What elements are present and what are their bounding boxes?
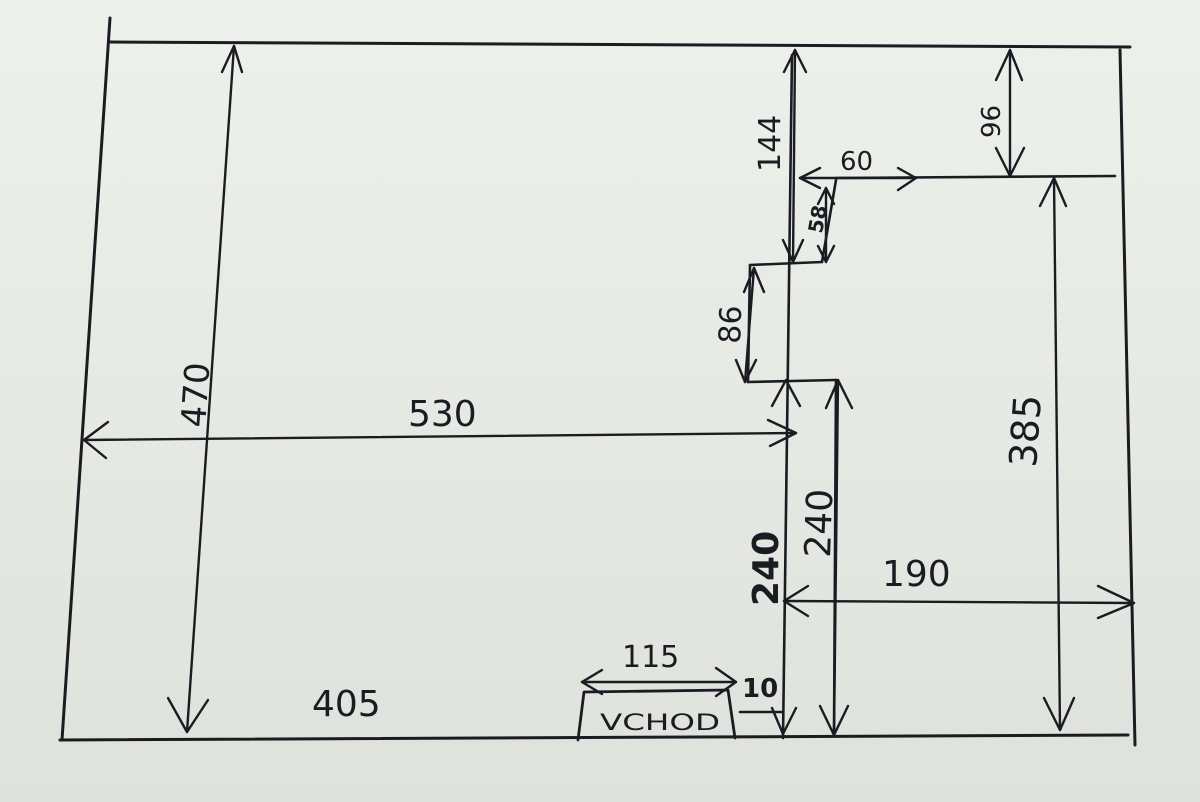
dim-58-arrow-bottom (816, 244, 836, 264)
right-wall (1118, 48, 1137, 747)
label-405: 405 (312, 684, 381, 725)
dim-190-line (782, 599, 1136, 605)
dim-144-line (791, 48, 797, 264)
dim-144-arrow-bottom (781, 238, 805, 264)
partition-wall (781, 53, 794, 740)
dim-240-left-arrow-top (770, 378, 802, 408)
dim-470-line (185, 44, 236, 734)
outer-walls (58, 16, 1137, 747)
notch-bottom-wall (746, 378, 838, 384)
dim-240-left-arrow-bottom (770, 706, 798, 736)
dim-58-arrow-top (816, 186, 836, 206)
dim-470-arrow-top (220, 44, 244, 74)
entrance-outline (576, 688, 737, 742)
dim-530-arrow-left (82, 420, 110, 460)
dim-530-line (82, 431, 798, 442)
dim-86-arrow-top (742, 266, 766, 294)
top-wall (108, 40, 1132, 49)
entrance-door (576, 688, 737, 742)
dim-240-right-arrow-top (824, 378, 854, 410)
dim-240-right-line (832, 378, 840, 737)
label-10: 10 (742, 674, 778, 704)
label-86: 86 (713, 305, 749, 344)
dim-96-arrow-top (994, 48, 1024, 82)
dim-190-arrow-left (782, 584, 810, 618)
dim-60-arrow-right (896, 166, 918, 192)
dim-86-line (743, 266, 756, 384)
dim-385-arrow-top (1038, 176, 1068, 208)
label-96: 96 (977, 105, 1007, 138)
step-wall (820, 178, 838, 264)
dim-385-line (1052, 176, 1062, 732)
label-144: 144 (753, 115, 788, 172)
dim-470-arrow-bottom (166, 696, 210, 734)
dim-115-arrow-right (714, 666, 738, 698)
label-60: 60 (840, 147, 873, 177)
dim-96-arrow-bottom (994, 146, 1026, 178)
left-wall (60, 16, 112, 742)
label-240-left: 240 (746, 531, 787, 606)
dim-190-arrow-right (1096, 584, 1136, 620)
label-385: 385 (1001, 393, 1050, 468)
notch-top-wall (748, 260, 824, 267)
label-530: 530 (408, 394, 477, 435)
dim-115-arrow-left (580, 668, 604, 696)
dim-530-arrow-right (766, 418, 798, 448)
bottom-wall (58, 733, 1130, 742)
label-190: 190 (882, 554, 951, 595)
label-58: 58 (803, 203, 831, 235)
dim-240-right-arrow-bottom (818, 704, 850, 737)
dim-86-arrow-bottom (734, 358, 758, 384)
label-entrance: VCHOD (600, 711, 720, 736)
label-115: 115 (622, 640, 679, 675)
dim-385-arrow-bottom (1042, 696, 1076, 732)
dimension-lines (82, 44, 1136, 737)
label-470: 470 (174, 361, 218, 429)
label-240-right: 240 (798, 488, 841, 558)
dim-60-arrow-left (798, 166, 822, 190)
dim-144-arrow-top (782, 48, 808, 74)
